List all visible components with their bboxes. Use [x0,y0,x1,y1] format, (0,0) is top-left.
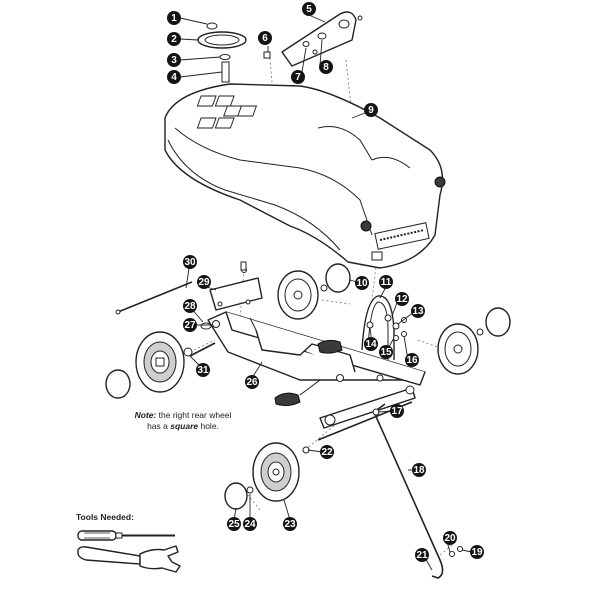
callout-label: 18 [413,465,425,476]
adjustable-wrench-icon [77,545,181,573]
washer-28 [200,322,212,330]
frame-chassis [189,261,426,441]
pedal-left [274,392,301,407]
pedal-right [317,339,343,354]
callout-label: 3 [171,55,177,66]
callout-label: 17 [391,406,403,417]
cap-nut-part [206,22,218,30]
callout-19: 19 [470,545,484,559]
callout-21: 21 [415,548,429,562]
callout-label: 21 [416,550,428,561]
callout-14: 14 [364,337,378,351]
callout-18: 18 [412,463,426,477]
callout-4: 4 [167,70,181,84]
callout-25: 25 [227,517,241,531]
callout-label: 13 [412,306,424,317]
callout-label: 14 [365,339,377,350]
nut-27 [212,320,220,328]
callout-label: 31 [197,365,209,376]
callout-label: 19 [471,547,483,558]
callout-label: 1 [171,13,177,24]
callout-label: 4 [171,72,177,83]
callout-label: 27 [184,320,196,331]
seat-recess [196,95,258,129]
note-text: the right rear wheel has a [147,410,232,431]
wheel-left-rear [105,331,193,399]
note-emphasis: square [170,421,199,431]
callout-10: 10 [355,276,369,290]
callout-label: 6 [262,33,268,44]
callout-17: 17 [390,404,404,418]
callout-label: 10 [356,278,368,289]
hubcap-10 [325,263,351,293]
hood-latch [371,251,383,261]
callout-12: 12 [395,292,409,306]
callout-label: 11 [381,277,392,288]
callout-label: 2 [171,34,177,45]
callout-label: 16 [406,355,418,366]
tools-needed-heading: Tools Needed: [76,512,134,522]
callout-label: 29 [198,277,210,288]
callout-label: 25 [228,519,240,530]
car-body [164,83,446,269]
headlight-left [360,220,372,232]
hubcap-right [485,307,511,337]
hubcap-25 [224,482,248,510]
callout-label: 9 [368,105,374,116]
callout-6: 6 [258,31,272,45]
callout-13: 13 [411,304,425,318]
seat-plate [209,277,263,311]
callout-9: 9 [364,103,378,117]
wheel-top-center [277,263,351,320]
callout-24: 24 [243,517,257,531]
callout-20: 20 [443,531,457,545]
headlight-right [434,176,446,188]
callout-1: 1 [167,11,181,25]
callout-31: 31 [196,363,210,377]
callout-label: 12 [396,294,408,305]
hubcap-left-rear [105,369,131,399]
push-handle-rod [372,403,463,579]
callout-28: 28 [183,299,197,313]
callout-label: 30 [184,257,196,268]
callout-11: 11 [379,275,393,289]
callout-label: 8 [323,62,329,73]
callout-5: 5 [302,2,316,16]
callout-label: 20 [444,533,456,544]
callout-8: 8 [319,60,333,74]
note-prefix: Note: [134,410,157,420]
callout-label: 5 [306,4,312,15]
steering-wheel-assembly [197,22,247,83]
callout-30: 30 [183,255,197,269]
callout-7: 7 [291,70,305,84]
callout-22: 22 [320,445,334,459]
steering-rod [115,281,193,315]
callout-label: 24 [244,519,256,530]
callout-label: 23 [284,519,296,530]
wheel-right [437,307,511,375]
callout-2: 2 [167,32,181,46]
washer-part [219,54,231,60]
note-suffix: hole. [198,421,219,431]
callout-26: 26 [245,375,259,389]
screwdriver-icon [77,530,175,541]
callout-label: 22 [321,447,333,458]
callout-23: 23 [283,517,297,531]
callout-27: 27 [183,318,197,332]
callout-16: 16 [405,353,419,367]
dashboard-plate [263,11,363,67]
steering-shaft-part [221,61,230,83]
callout-label: 26 [246,377,258,388]
square-hole-note: Note: the right rear wheel has a square … [128,410,238,432]
callout-29: 29 [197,275,211,289]
wheel-front-bottom [224,442,310,510]
callout-label: 28 [184,301,196,312]
callout-label: 7 [295,72,301,83]
callout-label: 15 [380,347,392,358]
callout-3: 3 [167,53,181,67]
callout-15: 15 [379,345,393,359]
